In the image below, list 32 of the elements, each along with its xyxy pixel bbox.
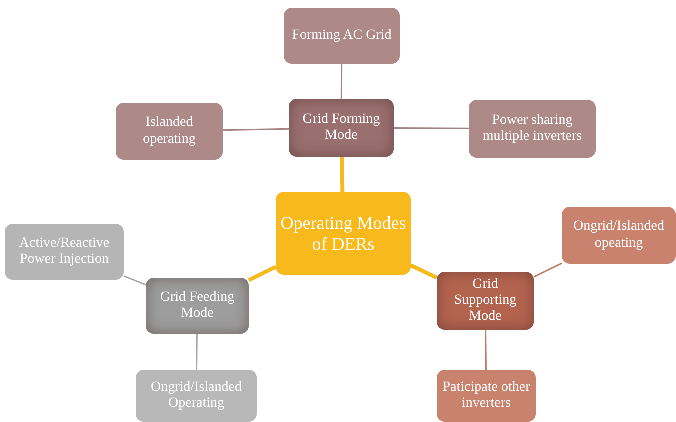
node-label: Grid Forming Mode	[302, 112, 382, 144]
center-box	[276, 192, 411, 275]
mode-box	[437, 272, 534, 330]
node-label: Ongrid/Islanded opeating	[572, 219, 666, 252]
node-label: Ongrid/Islanded Operating	[150, 380, 243, 412]
connector-line	[410, 264, 438, 280]
node-label: Active/Reactive Power Injection	[18, 236, 111, 268]
connector-line	[340, 64, 343, 99]
node-label: Islanded operating	[142, 115, 197, 148]
leaf-box	[562, 207, 676, 264]
mode-box	[289, 99, 394, 157]
connector-line	[394, 128, 469, 130]
node-label: Forming AC Grid	[292, 28, 392, 44]
connector-line	[222, 128, 290, 132]
connector-line	[248, 265, 277, 282]
leaf-box	[437, 370, 536, 422]
node-label: Grid Supporting Mode	[453, 276, 518, 326]
leaf-box	[5, 224, 124, 280]
connector-line	[196, 334, 198, 370]
connector-line	[124, 275, 146, 286]
node-label: Grid Feeding Mode	[159, 290, 236, 322]
node-label: Power sharing multiple inverters	[482, 112, 584, 146]
leaf-box	[284, 8, 400, 64]
connector-line	[534, 262, 562, 278]
connector-line	[340, 156, 345, 192]
leaf-box	[136, 370, 257, 422]
connector-line	[485, 330, 487, 370]
node-label: Paticipate other inverters	[442, 380, 532, 412]
mode-box	[146, 278, 249, 334]
node-label: Operating Modes of DERs	[280, 212, 407, 254]
leaf-box	[116, 103, 223, 160]
leaf-box	[469, 100, 596, 158]
